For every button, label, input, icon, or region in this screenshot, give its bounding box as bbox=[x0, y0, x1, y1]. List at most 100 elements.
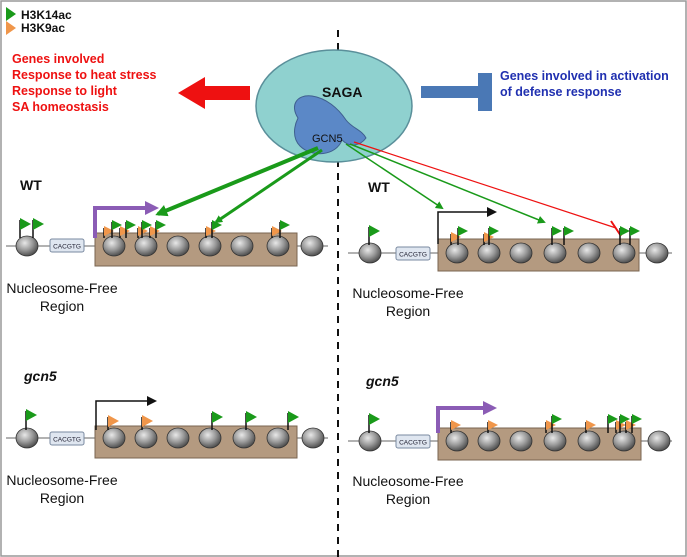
nucleosome bbox=[445, 242, 469, 264]
nucleosome bbox=[358, 430, 382, 452]
tss-arrow bbox=[95, 400, 148, 430]
nucleosome bbox=[198, 235, 222, 257]
green-flag-icon bbox=[619, 226, 630, 245]
nucleosome bbox=[577, 430, 601, 452]
nfr-label-line-1: Nucleosome-Free bbox=[352, 285, 463, 301]
nucleosome bbox=[509, 430, 533, 452]
nucleosome bbox=[477, 242, 501, 264]
nucleosome bbox=[647, 430, 671, 452]
nucleosome bbox=[612, 242, 636, 264]
red-inhibition-line bbox=[353, 141, 617, 229]
orange-flag-icon bbox=[615, 420, 626, 433]
nucleosome bbox=[358, 242, 382, 264]
green-flag-icon bbox=[279, 220, 290, 238]
right-text-line-1: Genes involved in activation bbox=[500, 69, 669, 83]
orange-flag-icon bbox=[585, 420, 596, 433]
right-gene-list: Genes involved in activation of defense … bbox=[500, 69, 669, 99]
green-flag-icon bbox=[619, 414, 630, 433]
nucleosomes bbox=[15, 235, 324, 257]
tss-arrowhead bbox=[487, 207, 497, 217]
panel-gcn5-right: CACGTG Nucleosome-Free Region bbox=[348, 401, 672, 507]
green-flag-icon bbox=[155, 220, 166, 238]
legend-label-h3k14ac: H3K14ac bbox=[21, 8, 72, 22]
nucleosome bbox=[102, 235, 126, 257]
orange-flag-icon bbox=[271, 226, 282, 238]
nucleosome bbox=[543, 430, 567, 452]
nucleosome bbox=[166, 427, 190, 449]
green-flag-icon bbox=[631, 414, 642, 433]
nucleosome bbox=[166, 235, 190, 257]
arrow-to-wt-right-tss bbox=[345, 143, 444, 210]
tss-arrowhead bbox=[145, 201, 159, 215]
nucleosome bbox=[645, 242, 669, 264]
gene-body bbox=[437, 427, 642, 461]
tss-arrow-strong bbox=[436, 406, 486, 433]
right-text-line-2: of defense response bbox=[500, 85, 622, 99]
gcn5-arrows bbox=[155, 141, 622, 237]
green-flag-icon bbox=[111, 220, 122, 238]
nfr-label-line-2: Region bbox=[40, 298, 84, 314]
tss-arrowhead bbox=[483, 401, 497, 415]
cacgtg-motif-label: CACGTG bbox=[399, 440, 427, 447]
green-flag-icon bbox=[141, 220, 152, 238]
green-flag-icon bbox=[488, 226, 499, 245]
green-flag-icon bbox=[245, 411, 257, 430]
nucleosome bbox=[198, 427, 222, 449]
acetylation-flags bbox=[368, 413, 642, 433]
nucleosomes bbox=[358, 242, 669, 264]
green-flag-icon bbox=[368, 225, 380, 245]
cacgtg-motif-label: CACGTG bbox=[399, 252, 427, 259]
panel-wt-right: CACGTG Nucleosome-Free Region bbox=[348, 207, 672, 319]
acetylation-flags bbox=[368, 225, 640, 245]
nucleosome bbox=[543, 242, 567, 264]
saga-label: SAGA bbox=[322, 84, 362, 100]
nucleosomes bbox=[15, 427, 325, 449]
nucleosome bbox=[509, 242, 533, 264]
tss-arrowhead bbox=[147, 396, 157, 406]
acetylation-flags bbox=[25, 409, 299, 430]
cacgtg-motif-label: CACGTG bbox=[53, 437, 81, 444]
nucleosomes bbox=[358, 430, 671, 452]
panel-gcn5-left: CACGTG Nucleosome-Free Region bbox=[6, 396, 328, 506]
nfr-label-line-2: Region bbox=[386, 303, 430, 319]
nucleosome bbox=[577, 242, 601, 264]
nucleosome bbox=[134, 235, 158, 257]
cacgtg-motif-box bbox=[395, 246, 431, 261]
nfr-label-line-1: Nucleosome-Free bbox=[6, 280, 117, 296]
nucleosome bbox=[134, 427, 158, 449]
arrow-to-wt-right-body bbox=[349, 143, 546, 224]
cacgtg-motif-box bbox=[49, 431, 85, 446]
nucleosome bbox=[477, 430, 501, 452]
panel-wt-left: CACGTG Nucle bbox=[6, 201, 328, 314]
gene-body bbox=[94, 232, 298, 267]
legend: H3K14ac H3K9ac bbox=[6, 7, 72, 35]
green-flag-icon bbox=[563, 226, 574, 245]
green-flag-icon bbox=[551, 226, 562, 245]
cacgtg-motif-box bbox=[395, 434, 431, 449]
tss-arrow-strong bbox=[93, 206, 148, 238]
green-flag-icon bbox=[551, 414, 562, 433]
nucleosome bbox=[266, 427, 290, 449]
gene-body bbox=[94, 425, 298, 459]
orange-flag-icon bbox=[103, 226, 114, 238]
orange-flag-icon bbox=[137, 226, 148, 238]
left-gene-list: Genes involved Response to heat stress R… bbox=[12, 52, 157, 114]
nfr-label-line-1: Nucleosome-Free bbox=[352, 473, 463, 489]
arrow-to-wt-left-body bbox=[214, 148, 323, 224]
nucleosome bbox=[301, 427, 325, 449]
nucleosome bbox=[445, 430, 469, 452]
arrow-to-wt-left-tss bbox=[155, 146, 319, 217]
gcn5-label: GCN5 bbox=[312, 133, 343, 145]
orange-flag-icon bbox=[545, 420, 556, 433]
green-flag-icon bbox=[32, 218, 44, 238]
panel-label-wt-left: WT bbox=[20, 177, 42, 193]
green-flag-icon bbox=[629, 226, 640, 245]
nucleosome bbox=[15, 235, 39, 257]
nfr-label-line-2: Region bbox=[386, 491, 430, 507]
panel-label-wt-right: WT bbox=[368, 179, 390, 195]
legend-label-h3k9ac: H3K9ac bbox=[21, 21, 65, 35]
nfr-label-line-2: Region bbox=[40, 490, 84, 506]
